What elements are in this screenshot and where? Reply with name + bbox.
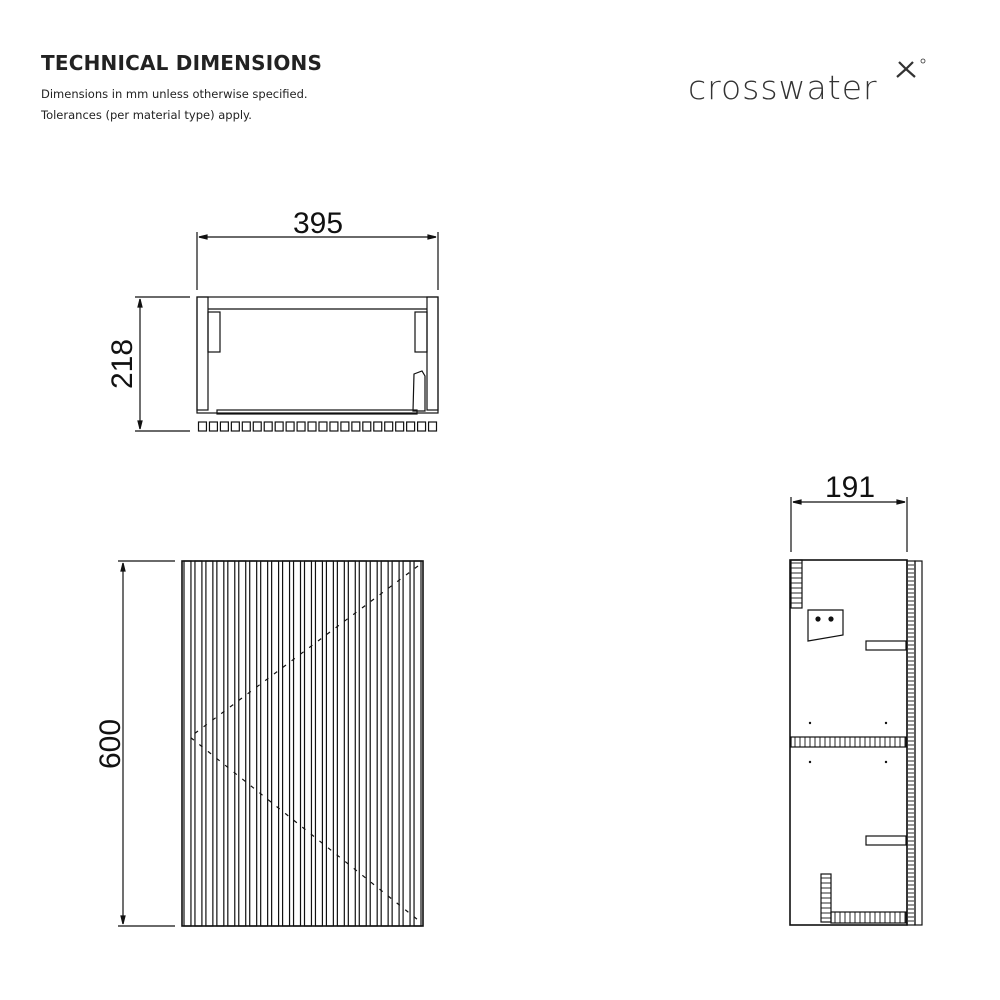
- slat: [281, 560, 291, 927]
- slat-end: [406, 421, 416, 432]
- slat: [413, 560, 422, 927]
- slat: [227, 560, 236, 927]
- slat: [238, 560, 247, 927]
- slat-end: [384, 421, 394, 432]
- slat: [303, 560, 313, 927]
- slat-end: [197, 421, 208, 432]
- slat-end: [252, 421, 262, 432]
- slat: [314, 560, 324, 927]
- slat: [271, 560, 280, 927]
- slat: [369, 560, 378, 927]
- slat: [402, 560, 411, 927]
- front-view: 600: [94, 560, 424, 927]
- slat-end: [427, 421, 438, 432]
- slat: [380, 560, 389, 927]
- slat-end: [307, 421, 317, 432]
- width-label: 395: [293, 207, 343, 240]
- logo-text: crosswater: [688, 68, 878, 107]
- slat-end: [296, 421, 306, 432]
- page-title: TECHNICAL DIMENSIONS: [41, 51, 323, 75]
- slat: [358, 560, 367, 927]
- x-mark-icon: [896, 58, 926, 78]
- slat-end: [340, 421, 350, 432]
- slat: [194, 560, 203, 927]
- slat: [216, 560, 225, 927]
- note-dimensions: Dimensions in mm unless otherwise specif…: [41, 87, 308, 101]
- height-label: 600: [94, 719, 127, 769]
- slat: [260, 560, 269, 927]
- side-view: 191: [789, 471, 923, 926]
- slat: [336, 560, 345, 927]
- slat-end: [318, 421, 328, 432]
- slat-end: [241, 421, 251, 432]
- slat-end: [362, 421, 372, 432]
- slat: [347, 560, 356, 927]
- slat-end: [395, 421, 405, 432]
- slat-end: [274, 421, 284, 432]
- slat: [249, 560, 258, 927]
- slat: [391, 560, 400, 927]
- slat-end: [208, 421, 219, 432]
- slat-end: [230, 421, 240, 432]
- note-tolerances: Tolerances (per material type) apply.: [41, 108, 252, 122]
- slat-end: [285, 421, 295, 432]
- side-depth-label: 191: [825, 471, 875, 504]
- slat: [205, 560, 214, 927]
- top-view: 395 218: [106, 207, 439, 432]
- slat: [325, 560, 334, 927]
- slat: [183, 560, 192, 927]
- slat-end: [373, 421, 383, 432]
- slat-end: [329, 421, 339, 432]
- slat-end: [351, 421, 361, 432]
- depth-label: 218: [106, 339, 139, 389]
- slat-end: [416, 421, 427, 432]
- slat-end: [263, 421, 273, 432]
- brand-logo: crosswater: [688, 68, 878, 107]
- slat-end: [219, 421, 229, 432]
- slat: [292, 560, 302, 927]
